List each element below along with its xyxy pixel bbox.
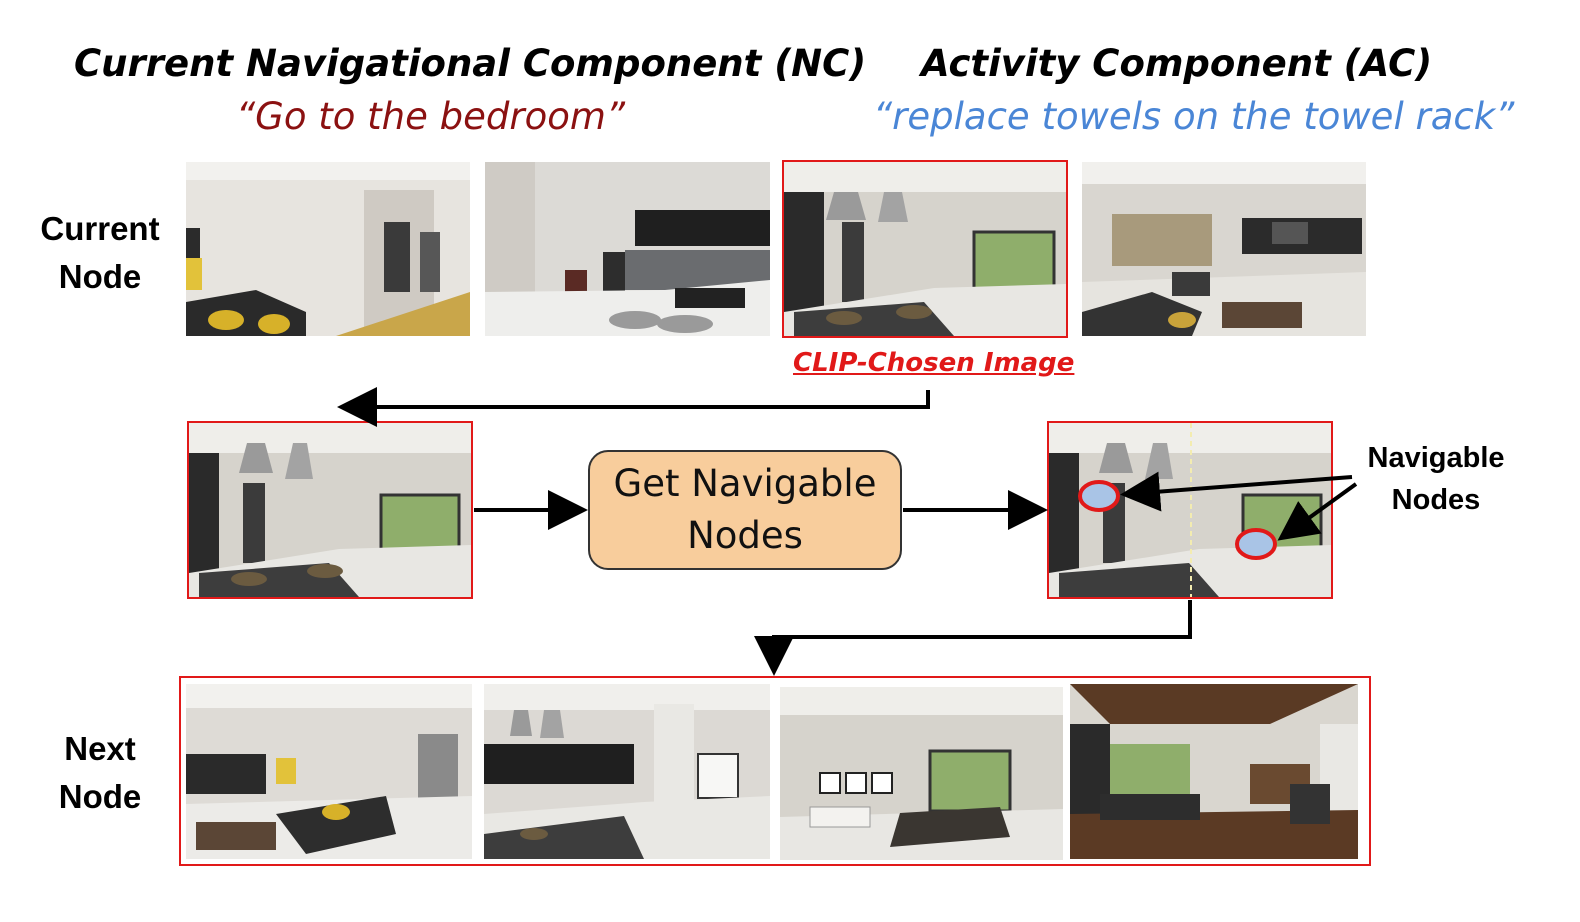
nc-title: Current Navigational Component (NC) bbox=[74, 42, 867, 85]
selected-view-image bbox=[187, 421, 473, 599]
navigable-label-line2: Nodes bbox=[1391, 484, 1481, 516]
next-node-label: Next Node bbox=[30, 725, 170, 821]
nc-quote: “Go to the bedroom” bbox=[236, 95, 626, 138]
next-node-image-4 bbox=[1070, 684, 1358, 859]
navigable-nodes-label: Navigable Nodes bbox=[1356, 437, 1516, 521]
next-node-image-2 bbox=[484, 684, 770, 859]
get-navigable-nodes-box: Get Navigable Nodes bbox=[588, 450, 902, 570]
next-node-label-line1: Next bbox=[64, 730, 136, 767]
next-node-image-3 bbox=[780, 687, 1063, 860]
navigable-node-markers bbox=[1078, 480, 1277, 560]
arrow-to-next-node bbox=[754, 600, 1192, 676]
ac-quote: “replace towels on the towel rack” bbox=[873, 95, 1515, 138]
navigable-node-2 bbox=[1235, 528, 1277, 560]
navigable-label-line1: Navigable bbox=[1367, 442, 1505, 474]
current-node-label-line2: Node bbox=[58, 258, 142, 295]
current-node-image-4 bbox=[1082, 162, 1366, 336]
current-node-label: Current Node bbox=[30, 205, 170, 301]
ac-title: Activity Component (AC) bbox=[921, 42, 1433, 85]
current-node-image-1 bbox=[186, 162, 470, 336]
current-node-image-2 bbox=[485, 162, 770, 336]
current-node-label-line1: Current bbox=[40, 210, 160, 247]
arrow-label-to-node-2 bbox=[1277, 482, 1358, 541]
arrow-clip-to-view bbox=[337, 387, 930, 427]
clip-chosen-label: CLIP-Chosen Image bbox=[793, 348, 1075, 378]
arrow-label-to-node-1 bbox=[1120, 471, 1353, 512]
next-node-label-line2: Node bbox=[58, 778, 142, 815]
next-node-image-1 bbox=[186, 684, 472, 859]
process-line1: Get Navigable bbox=[613, 462, 877, 505]
next-node-frame bbox=[179, 676, 1371, 866]
process-line2: Nodes bbox=[687, 514, 803, 557]
navigable-node-1 bbox=[1078, 480, 1120, 512]
clip-chosen-image bbox=[782, 160, 1068, 338]
